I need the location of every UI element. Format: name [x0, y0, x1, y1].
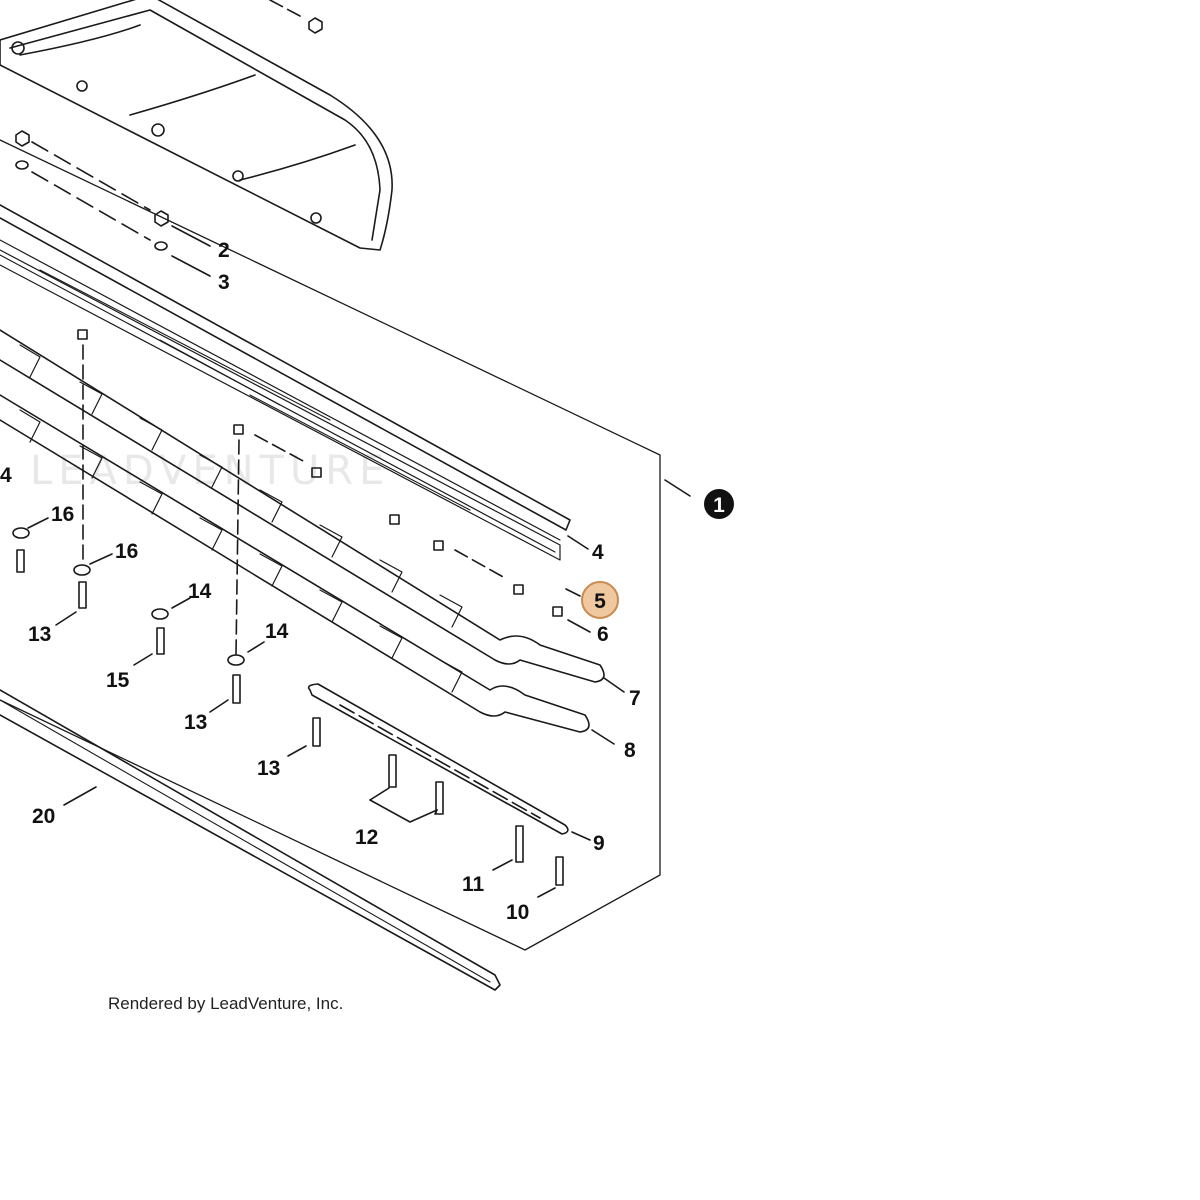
- callout-20[interactable]: 20: [32, 805, 55, 828]
- support-plate: [307, 683, 569, 835]
- callout-8[interactable]: 8: [624, 739, 636, 762]
- callout-13-middle[interactable]: 13: [184, 711, 207, 734]
- callout-7[interactable]: 7: [629, 687, 641, 710]
- callout-13-right[interactable]: 13: [257, 757, 280, 780]
- drawing-lines: [0, 0, 691, 991]
- upper-blade: [0, 329, 605, 683]
- callout-1[interactable]: 1: [713, 494, 725, 517]
- callout-10[interactable]: 10: [506, 901, 529, 924]
- guide-rail: [0, 204, 571, 531]
- callout-3[interactable]: 3: [218, 271, 230, 294]
- callout-14-lower[interactable]: 14: [265, 620, 289, 643]
- callout-1-badge[interactable]: [704, 489, 734, 519]
- blade-guard: [0, 0, 393, 251]
- callout-16-left[interactable]: 16: [51, 503, 74, 526]
- callout-9[interactable]: 9: [593, 832, 605, 855]
- callout-14-upper[interactable]: 14: [188, 580, 212, 603]
- callout-11[interactable]: 11: [462, 873, 485, 896]
- callout-16-right[interactable]: 16: [115, 540, 138, 563]
- assembly-outline: [0, 139, 661, 951]
- lower-blade: [0, 394, 590, 733]
- callout-5[interactable]: 5: [594, 590, 606, 613]
- bottom-strip: [0, 689, 501, 991]
- callout-13-left[interactable]: 13: [28, 623, 51, 646]
- callout-5-highlight[interactable]: [582, 582, 618, 618]
- callout-15[interactable]: 15: [106, 669, 130, 692]
- callout-4[interactable]: 4: [592, 541, 604, 564]
- callout-12[interactable]: 12: [355, 826, 378, 849]
- callout-4-left-cut[interactable]: 4: [0, 464, 12, 487]
- footer-credit: Rendered by LeadVenture, Inc.: [108, 994, 343, 1013]
- callout-6[interactable]: 6: [597, 623, 609, 646]
- callout-2[interactable]: 2: [218, 239, 230, 262]
